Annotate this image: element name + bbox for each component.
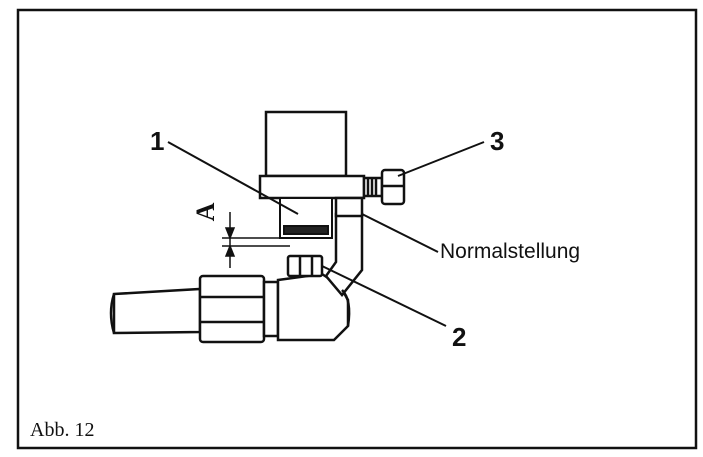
leader-3 <box>397 141 485 177</box>
callout-3: 3 <box>490 126 504 156</box>
shaft <box>264 110 348 178</box>
union-nut <box>198 274 280 344</box>
normalstellung-label: Normalstellung <box>440 240 580 263</box>
leader-normalstellung <box>361 213 439 253</box>
sensor-block <box>279 197 333 239</box>
callout-2: 2 <box>452 322 466 352</box>
callout-1: 1 <box>150 126 164 156</box>
dimension-a-label: A <box>191 202 220 221</box>
dimension-a <box>222 212 332 268</box>
figure-caption: Abb. 12 <box>30 419 94 441</box>
leader-2 <box>321 265 447 327</box>
elbow-fitting <box>276 212 364 342</box>
hex-nut-2 <box>286 254 324 278</box>
pipe <box>109 287 202 335</box>
leader-1 <box>167 141 299 215</box>
leader-lines <box>167 141 485 327</box>
figure-frame <box>16 8 698 450</box>
adjusting-screw <box>362 168 406 206</box>
